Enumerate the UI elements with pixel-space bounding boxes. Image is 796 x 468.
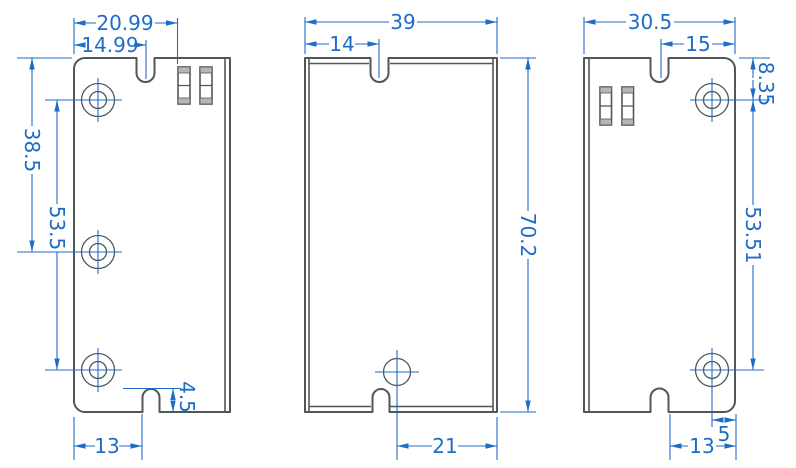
dim-length: 70.2 (516, 58, 540, 412)
vent-slot (599, 86, 613, 126)
dim-label: 53.5 (45, 206, 69, 251)
dim-hole-spacing: 53.5 (45, 100, 69, 370)
mounting-hole (694, 348, 730, 427)
right-side-view: 30.5 15 8.35 53.51 5 13 (583, 10, 778, 460)
vent-slot (199, 66, 213, 105)
dim-width: 39 (305, 10, 497, 34)
dim-bottom-notch-depth: 4.5 (170, 381, 199, 413)
dim-top-hole-from-top: 8.35 (750, 58, 778, 107)
dim-notch-offset: 14.99 (74, 33, 146, 57)
dim-notch-offset: 15 (661, 32, 735, 56)
dim-label: 20.99 (96, 11, 153, 35)
dim-label: 8.35 (754, 62, 778, 107)
dim-label: 53.51 (741, 206, 765, 263)
dim-label: 21 (432, 434, 457, 458)
dim-label: 30.5 (628, 10, 673, 34)
dim-label: 38.5 (20, 128, 44, 173)
dim-width: 30.5 (584, 10, 735, 34)
dim-label: 13 (689, 434, 714, 458)
dim-hole-to-edge: 21 (397, 434, 497, 458)
vent-slot (621, 86, 635, 126)
dim-label: 15 (685, 32, 710, 56)
bottom-view: 39 14 70.2 21 (304, 10, 540, 460)
mounting-hole (375, 350, 419, 460)
panel-outline (583, 57, 736, 413)
dim-label: 14 (329, 32, 354, 56)
dim-label: 14.99 (81, 33, 138, 57)
dim-slot-offset: 20.99 (74, 11, 178, 35)
dim-label: 4.5 (175, 381, 199, 413)
panel-outline (73, 57, 231, 413)
dim-bottom-notch-offset: 13 (670, 434, 736, 458)
dim-label: 5 (718, 422, 731, 446)
dim-hole-spacing: 53.51 (741, 100, 765, 370)
left-side-view: 20.99 14.99 38.5 53.5 13 (17, 11, 231, 460)
dim-hole-to-edge: 5 (712, 417, 736, 446)
dim-label: 39 (390, 10, 415, 34)
vent-slot (177, 66, 191, 105)
dim-bottom-notch-offset: 13 (74, 434, 142, 458)
dim-label: 70.2 (516, 213, 540, 258)
dim-mid-hole-from-top: 38.5 (20, 58, 44, 252)
panel-outline (304, 57, 498, 413)
dim-label: 13 (94, 434, 119, 458)
dim-notch-offset: 14 (305, 32, 379, 56)
